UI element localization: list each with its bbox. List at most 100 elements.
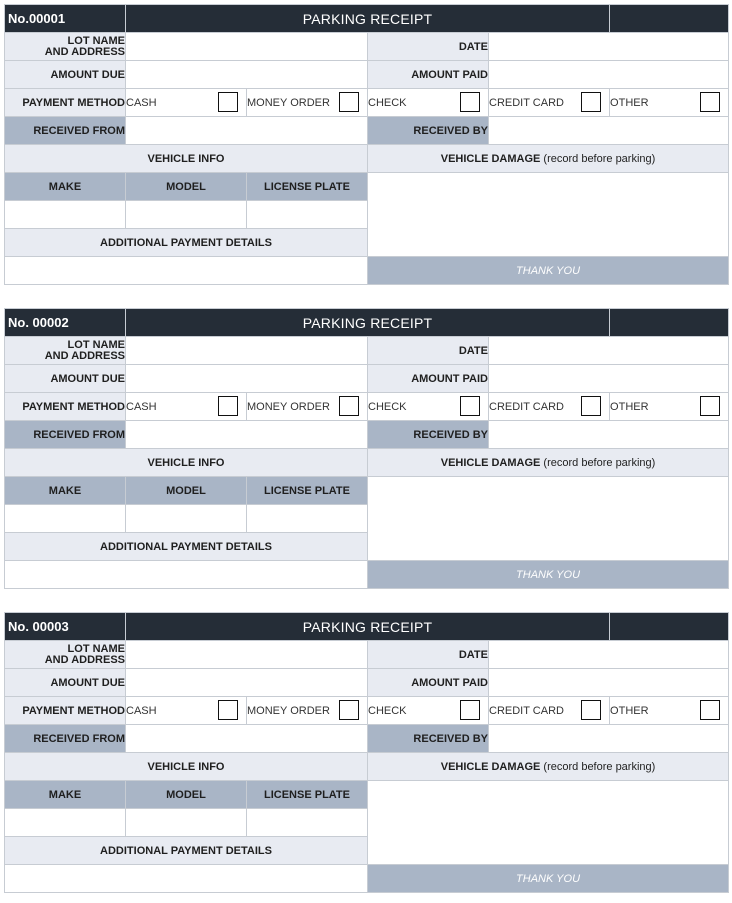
receipt-number: No. 00002 — [4, 308, 126, 337]
model-field[interactable] — [125, 200, 247, 229]
model-column-header: MODEL — [125, 172, 247, 201]
make-field[interactable] — [4, 808, 126, 837]
received-by-field[interactable] — [487, 724, 730, 753]
other-checkbox[interactable] — [700, 92, 721, 112]
additional-details-field-row: THANK YOU — [4, 864, 730, 893]
receipt-number: No. 00003 — [4, 612, 126, 641]
additional-details-label: ADDITIONAL PAYMENT DETAILS — [4, 532, 368, 561]
cash-checkbox[interactable] — [218, 396, 238, 416]
vehicle-columns-row: MAKE MODEL LICENSE PLATE — [4, 780, 730, 865]
additional-details-label: ADDITIONAL PAYMENT DETAILS — [4, 228, 368, 257]
credit-card-checkbox[interactable] — [581, 700, 602, 720]
received-from-field[interactable] — [125, 724, 368, 753]
receipt-title: PARKING RECEIPT — [124, 308, 611, 337]
additional-details-row: ADDITIONAL PAYMENT DETAILS — [4, 836, 729, 865]
payment-option-cash[interactable]: CASH — [125, 696, 247, 725]
model-field[interactable] — [125, 504, 247, 533]
lot-name-field[interactable] — [125, 32, 368, 61]
payment-method-row: PAYMENT METHOD CASH MONEY ORDER CHECK CR… — [4, 392, 730, 421]
date-label: DATE — [367, 336, 489, 365]
license-plate-field[interactable] — [246, 200, 368, 229]
amount-due-field[interactable] — [125, 364, 368, 393]
header-blank-cell — [609, 308, 730, 337]
received-by-field[interactable] — [487, 420, 730, 449]
payment-option-money-order[interactable]: MONEY ORDER — [246, 88, 368, 117]
additional-details-field[interactable] — [4, 560, 368, 589]
thank-you-banner: THANK YOU — [366, 864, 730, 893]
payment-option-check[interactable]: CHECK — [367, 696, 489, 725]
payment-option-credit-card[interactable]: CREDIT CARD — [487, 392, 611, 421]
vehicle-damage-field[interactable] — [366, 172, 730, 257]
payment-option-money-order[interactable]: MONEY ORDER — [246, 392, 368, 421]
amount-due-field[interactable] — [125, 60, 368, 89]
amount-paid-field[interactable] — [487, 668, 730, 697]
amount-paid-field[interactable] — [487, 60, 730, 89]
model-field[interactable] — [125, 808, 247, 837]
additional-details-field-row: THANK YOU — [4, 256, 730, 285]
vehicle-damage-note: (record before parking) — [543, 456, 656, 469]
money-order-checkbox[interactable] — [339, 92, 359, 112]
money-order-checkbox[interactable] — [339, 700, 359, 720]
vehicle-damage-field[interactable] — [366, 780, 730, 865]
payment-option-credit-card[interactable]: CREDIT CARD — [487, 88, 611, 117]
additional-details-field[interactable] — [4, 256, 368, 285]
amount-due-label: AMOUNT DUE — [4, 60, 126, 89]
amount-due-label: AMOUNT DUE — [4, 364, 126, 393]
amount-paid-field[interactable] — [487, 364, 730, 393]
credit-card-checkbox[interactable] — [581, 92, 602, 112]
amount-paid-label: AMOUNT PAID — [367, 364, 489, 393]
received-row: RECEIVED FROM RECEIVED BY — [4, 116, 730, 145]
vehicle-values-row — [4, 808, 729, 837]
license-plate-column-header: LICENSE PLATE — [246, 476, 368, 505]
additional-details-field[interactable] — [4, 864, 368, 893]
money-order-checkbox[interactable] — [339, 396, 359, 416]
payment-method-row: PAYMENT METHOD CASH MONEY ORDER CHECK CR… — [4, 696, 730, 725]
payment-option-money-order[interactable]: MONEY ORDER — [246, 696, 368, 725]
make-field[interactable] — [4, 504, 126, 533]
vehicle-section-row: VEHICLE INFO VEHICLE DAMAGE (record befo… — [4, 144, 730, 173]
receipt-title: PARKING RECEIPT — [124, 612, 611, 641]
other-checkbox[interactable] — [700, 700, 721, 720]
date-field[interactable] — [487, 336, 730, 365]
thank-you-banner: THANK YOU — [366, 256, 730, 285]
payment-option-cash[interactable]: CASH — [125, 88, 247, 117]
lot-name-field[interactable] — [125, 336, 368, 365]
received-by-label: RECEIVED BY — [367, 420, 489, 449]
payment-option-other[interactable]: OTHER — [609, 392, 730, 421]
make-column-header: MAKE — [4, 780, 126, 809]
received-from-label: RECEIVED FROM — [4, 420, 126, 449]
date-field[interactable] — [487, 32, 730, 61]
payment-option-cash[interactable]: CASH — [125, 392, 247, 421]
other-checkbox[interactable] — [700, 396, 721, 416]
receipt-header-row: No. 00002 PARKING RECEIPT — [4, 308, 730, 337]
received-by-field[interactable] — [487, 116, 730, 145]
vehicle-damage-field[interactable] — [366, 476, 730, 561]
amount-due-field[interactable] — [125, 668, 368, 697]
cash-checkbox[interactable] — [218, 700, 238, 720]
make-field[interactable] — [4, 200, 126, 229]
received-from-label: RECEIVED FROM — [4, 724, 126, 753]
check-checkbox[interactable] — [460, 396, 480, 416]
lot-name-field[interactable] — [125, 640, 368, 669]
payment-option-credit-card[interactable]: CREDIT CARD — [487, 696, 611, 725]
payment-option-check[interactable]: CHECK — [367, 392, 489, 421]
license-plate-field[interactable] — [246, 504, 368, 533]
date-field[interactable] — [487, 640, 730, 669]
payment-option-other[interactable]: OTHER — [609, 88, 730, 117]
received-from-field[interactable] — [125, 116, 368, 145]
credit-card-checkbox[interactable] — [581, 396, 602, 416]
payment-option-check[interactable]: CHECK — [367, 88, 489, 117]
cash-checkbox[interactable] — [218, 92, 238, 112]
check-checkbox[interactable] — [460, 700, 480, 720]
check-checkbox[interactable] — [460, 92, 480, 112]
make-column-header: MAKE — [4, 476, 126, 505]
received-from-field[interactable] — [125, 420, 368, 449]
vehicle-info-heading: VEHICLE INFO — [4, 752, 368, 781]
payment-option-other[interactable]: OTHER — [609, 696, 730, 725]
license-plate-field[interactable] — [246, 808, 368, 837]
